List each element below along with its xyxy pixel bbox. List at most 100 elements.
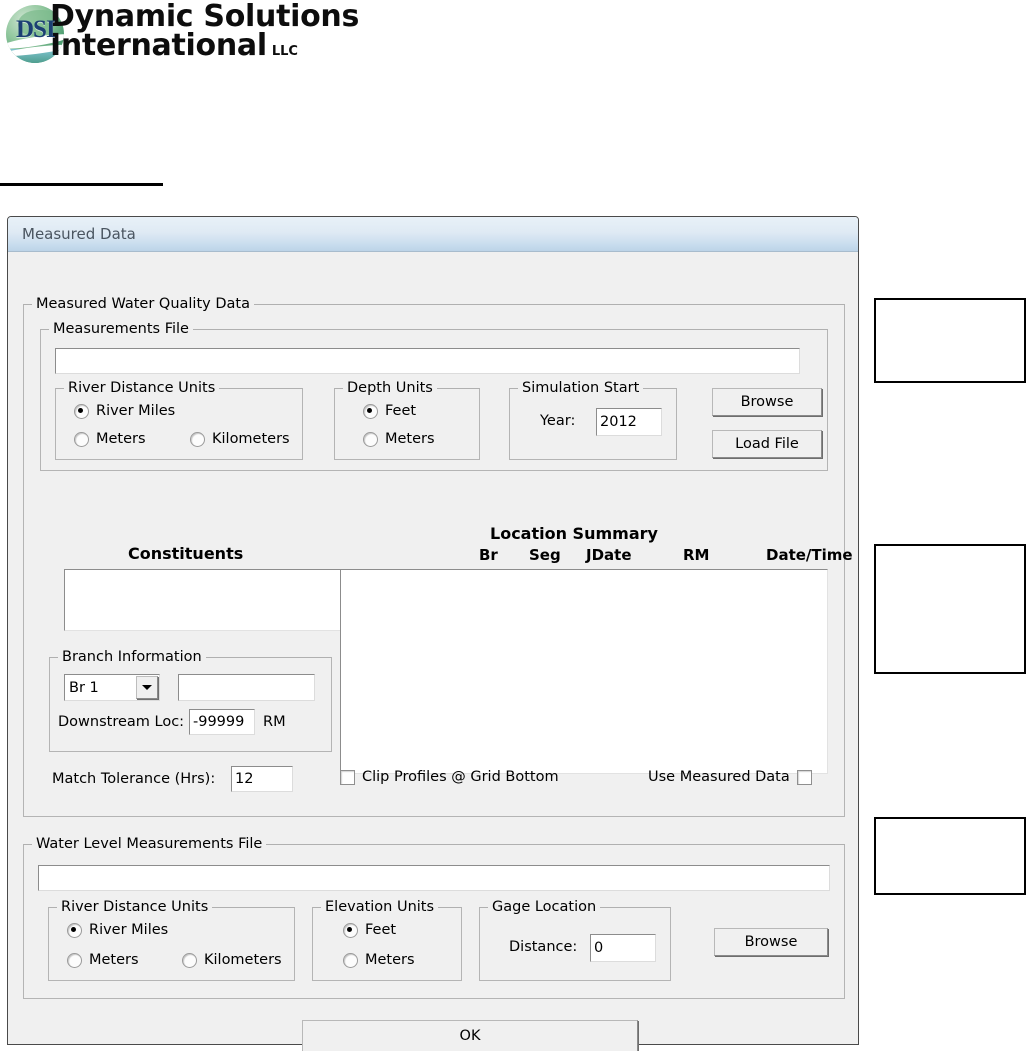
depth-units-legend: Depth Units — [343, 380, 437, 396]
water-level-measurements-file-legend: Water Level Measurements File — [32, 836, 267, 852]
wq-radio-meters[interactable]: Meters — [74, 431, 146, 447]
annotation-box-1 — [874, 298, 1026, 383]
location-summary-col-datetime: Date/Time — [766, 546, 853, 564]
radio-indicator-icon — [363, 431, 378, 447]
gage-distance-label: Distance: — [509, 939, 578, 955]
dsi-globe-logo-icon — [6, 5, 64, 63]
simulation-start-year-input[interactable] — [596, 408, 662, 436]
wl-radio-meters[interactable]: Meters — [67, 952, 139, 968]
constituents-listbox[interactable] — [64, 569, 352, 631]
gage-distance-input[interactable] — [590, 934, 656, 962]
measured-water-quality-data-legend: Measured Water Quality Data — [32, 296, 254, 312]
match-tolerance-label: Match Tolerance (Hrs): — [52, 771, 216, 787]
horizontal-rule — [0, 183, 163, 186]
wq-radio-meters-label: Meters — [96, 431, 146, 447]
constituents-header: Constituents — [128, 544, 244, 563]
wq-river-distance-units-legend: River Distance Units — [64, 380, 220, 396]
depth-radio-feet[interactable]: Feet — [363, 403, 416, 419]
branch-select-value: Br 1 — [69, 679, 99, 696]
wl-radio-kilometers[interactable]: Kilometers — [182, 952, 282, 968]
clip-profiles-label: Clip Profiles @ Grid Bottom — [362, 769, 559, 785]
dialog-titlebar[interactable]: Measured Data — [8, 217, 858, 252]
location-summary-col-rm: RM — [683, 546, 710, 564]
wq-radio-river-miles[interactable]: River Miles — [74, 403, 175, 419]
radio-indicator-icon — [67, 922, 82, 938]
location-summary-col-seg: Seg — [529, 546, 561, 564]
wq-river-distance-units-group: River Distance Units River Miles Meters … — [55, 380, 303, 460]
depth-units-group: Depth Units Feet Meters — [334, 380, 480, 460]
downstream-loc-label: Downstream Loc: — [58, 714, 185, 730]
branch-select[interactable]: Br 1 — [64, 674, 160, 701]
depth-radio-meters[interactable]: Meters — [363, 431, 435, 447]
wl-radio-kilometers-label: Kilometers — [204, 952, 282, 968]
location-summary-col-br: Br — [479, 546, 498, 564]
radio-indicator-icon — [343, 952, 358, 968]
dialog-title: Measured Data — [22, 225, 136, 243]
annotation-box-2 — [874, 544, 1026, 674]
checkbox-indicator-icon[interactable] — [340, 769, 355, 785]
water-level-file-path-input[interactable] — [38, 865, 830, 891]
ok-button-label: OK — [459, 1028, 481, 1044]
company-name-line1: Dynamic Solutions — [50, 0, 360, 34]
radio-indicator-icon — [74, 431, 89, 447]
downstream-loc-units: RM — [263, 714, 286, 730]
checkbox-indicator-icon[interactable] — [796, 769, 812, 785]
company-name-line2: International — [50, 28, 267, 64]
branch-information-legend: Branch Information — [58, 649, 206, 665]
measurements-browse-label: Browse — [740, 394, 794, 410]
wl-river-distance-units-group: River Distance Units River Miles Meters … — [48, 899, 295, 981]
branch-information-group: Branch Information Br 1 Downstream Loc: … — [49, 649, 332, 752]
water-level-browse-button[interactable]: Browse — [714, 928, 828, 956]
wl-radio-river-miles-label: River Miles — [89, 922, 169, 938]
elevation-units-group: Elevation Units Feet Meters — [312, 899, 462, 981]
measurements-browse-button[interactable]: Browse — [712, 388, 822, 416]
dialog-body: Measured Water Quality Data Measurements… — [8, 252, 858, 1051]
wl-river-distance-units-legend: River Distance Units — [57, 899, 213, 915]
radio-indicator-icon — [343, 922, 358, 938]
radio-indicator-icon — [182, 952, 197, 968]
elevation-units-legend: Elevation Units — [321, 899, 439, 915]
chevron-down-icon[interactable] — [136, 676, 158, 699]
use-measured-data-checkbox-row[interactable]: Use Measured Data — [648, 769, 812, 785]
elevation-radio-meters-label: Meters — [365, 952, 415, 968]
radio-indicator-icon — [74, 403, 89, 419]
simulation-start-group: Simulation Start Year: — [509, 380, 677, 460]
wq-radio-kilometers-label: Kilometers — [212, 431, 290, 447]
water-level-browse-label: Browse — [744, 934, 798, 950]
measurements-load-file-label: Load File — [735, 436, 799, 452]
location-summary-col-jdate: JDate — [586, 546, 632, 564]
wq-radio-river-miles-label: River Miles — [96, 403, 176, 419]
elevation-radio-meters[interactable]: Meters — [343, 952, 415, 968]
depth-radio-feet-label: Feet — [385, 403, 417, 419]
wq-radio-kilometers[interactable]: Kilometers — [190, 431, 290, 447]
wl-radio-river-miles[interactable]: River Miles — [67, 922, 168, 938]
downstream-loc-input[interactable] — [189, 709, 255, 735]
location-summary-listbox[interactable] — [340, 569, 828, 774]
match-tolerance-input[interactable] — [231, 766, 293, 792]
measurements-load-file-button[interactable]: Load File — [712, 430, 822, 458]
location-summary-title: Location Summary — [490, 524, 658, 543]
clip-profiles-checkbox-row[interactable]: Clip Profiles @ Grid Bottom — [340, 769, 559, 785]
water-level-measurements-file-group: Water Level Measurements File River Dist… — [23, 836, 845, 999]
depth-radio-meters-label: Meters — [385, 431, 435, 447]
measured-data-dialog: Measured Data Measured Water Quality Dat… — [7, 216, 859, 1051]
radio-indicator-icon — [67, 952, 82, 968]
elevation-radio-feet[interactable]: Feet — [343, 922, 396, 938]
simulation-start-year-label: Year: — [540, 413, 576, 429]
measurements-file-path-input[interactable] — [55, 348, 800, 374]
use-measured-data-label: Use Measured Data — [648, 769, 790, 785]
radio-indicator-icon — [190, 431, 205, 447]
annotation-box-3 — [874, 817, 1026, 895]
ok-button[interactable]: OK — [302, 1020, 638, 1051]
elevation-radio-feet-label: Feet — [365, 922, 397, 938]
branch-name-input[interactable] — [178, 674, 315, 701]
company-suffix: LLC — [271, 44, 298, 60]
gage-location-legend: Gage Location — [488, 899, 601, 915]
measured-water-quality-data-group: Measured Water Quality Data Measurements… — [23, 296, 853, 817]
simulation-start-legend: Simulation Start — [518, 380, 644, 396]
measurements-file-legend: Measurements File — [49, 321, 193, 337]
measurements-file-group: Measurements File River Distance Units R… — [40, 321, 828, 471]
